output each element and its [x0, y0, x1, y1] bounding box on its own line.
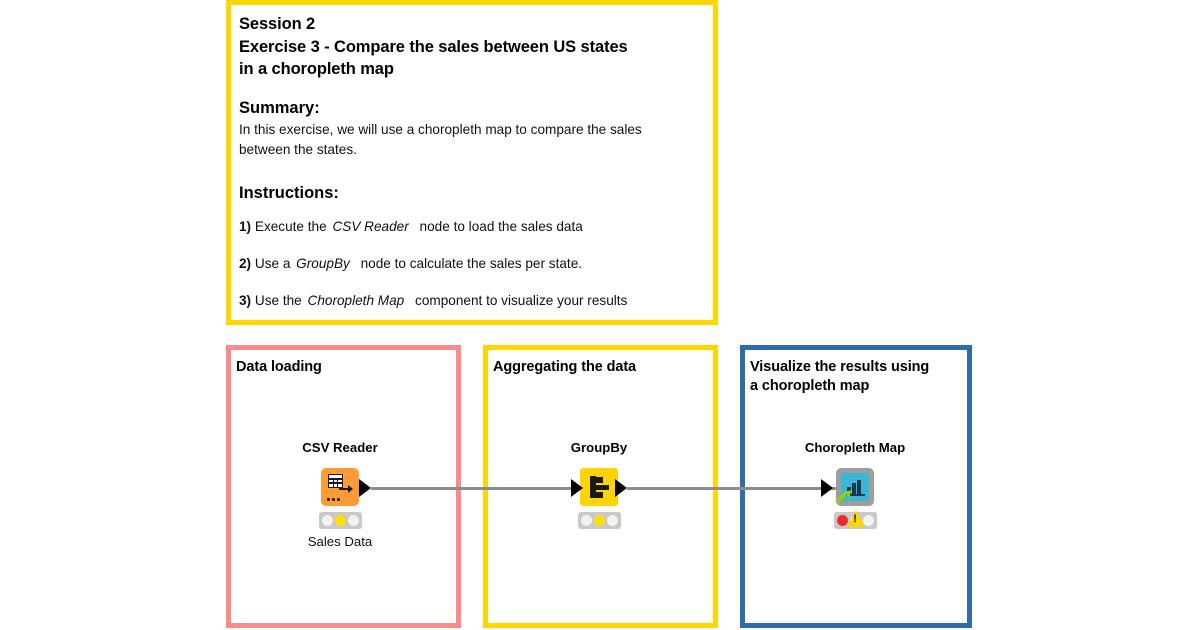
instruction-node-2: GroupBy [296, 255, 350, 271]
annotation-title-line-2: Exercise 3 - Compare the sales between U… [239, 37, 628, 56]
group-glyph-icon [590, 476, 609, 498]
chart-baseline [845, 493, 865, 496]
status-lamp-green [347, 515, 359, 526]
annotation-title-line-1: Session 2 [239, 15, 316, 33]
port-arrow-choropleth-map-input [821, 479, 833, 497]
status-lamp-yellow [593, 515, 605, 526]
instructions-heading: Instructions: [239, 183, 339, 202]
connection-csv-reader-to-groupby[interactable] [371, 487, 595, 490]
instruction-item-1: 1) Execute the CSV Reader node to load t… [239, 217, 703, 236]
node-icon-row [795, 468, 915, 506]
group-title-visualize-line-1: Visualize the results using [750, 359, 930, 375]
node-label-groupby: GroupBy [570, 440, 628, 455]
group-title-aggregating: Aggregating the data [493, 359, 637, 375]
group-title-visualize-line-2: a choropleth map [750, 378, 870, 394]
bar-chart-icon [847, 480, 861, 494]
port-arrow-groupby-output [615, 479, 627, 497]
instruction-post-2: node to calculate the sales per state. [360, 255, 583, 271]
csv-reader-icon[interactable] [321, 468, 359, 506]
spacer [239, 205, 703, 217]
summary-line-2: between the states. [239, 142, 357, 157]
table-grid-icon [328, 474, 343, 488]
status-badge-groupby [577, 512, 621, 529]
instruction-item-2: 2) Use a GroupBy node to calculate the s… [239, 254, 703, 273]
status-lamp-red [580, 515, 592, 526]
summary-line-1: In this exercise, we will use a chorople… [239, 121, 642, 137]
status-badge-choropleth-map [833, 510, 877, 529]
status-lamp-red [836, 515, 848, 526]
status-lamp-red [321, 515, 333, 526]
node-csv-reader[interactable]: CSV Reader Sales Data [280, 440, 400, 549]
node-sublabel-csv-reader: Sales Data [307, 534, 373, 549]
status-lamp-green [606, 515, 618, 526]
group-title-visualize: Visualize the results using a choropleth… [750, 358, 965, 396]
instruction-number-3: 3) [239, 292, 252, 308]
groupby-icon[interactable] [580, 468, 618, 506]
node-label-csv-reader: CSV Reader [302, 440, 378, 455]
instruction-pre-2: Use a [254, 255, 291, 271]
arrow-right-icon [339, 484, 353, 494]
spacer [239, 161, 703, 183]
component-inner-icon [835, 473, 869, 504]
instruction-item-3: 3) Use the Choropleth Map component to v… [239, 291, 703, 310]
group-box-data-loading: Data loading [226, 345, 461, 628]
node-label-choropleth-map: Choropleth Map [804, 440, 906, 455]
instruction-pre-3: Use the [254, 292, 302, 308]
node-choropleth-map[interactable]: Choropleth Map [795, 440, 915, 534]
status-badge-csv-reader [318, 512, 362, 529]
group-title-data-loading: Data loading [236, 359, 322, 375]
warning-triangle-icon [846, 510, 865, 527]
choropleth-map-icon[interactable] [835, 468, 874, 506]
instruction-node-1: CSV Reader [332, 218, 409, 234]
port-arrow-csv-reader-output [359, 479, 371, 497]
connection-groupby-to-choropleth-map[interactable] [627, 487, 837, 490]
ellipsis-icon [327, 498, 341, 501]
instruction-number-2: 2) [239, 255, 252, 271]
node-icon-row [539, 468, 659, 506]
status-lamp-yellow [334, 515, 346, 526]
instruction-node-3: Choropleth Map [307, 292, 405, 308]
annotation-title-line-3: in a choropleth map [239, 60, 394, 78]
green-arrow-icon [835, 487, 855, 504]
instruction-pre-1: Execute the [254, 218, 327, 234]
exercise-annotation-box: Session 2 Exercise 3 - Compare the sales… [226, 0, 718, 325]
spacer [239, 81, 703, 98]
node-groupby[interactable]: GroupBy [539, 440, 659, 534]
node-icon-row [280, 468, 400, 506]
instruction-number-1: 1) [239, 218, 252, 234]
group-box-aggregating: Aggregating the data [483, 345, 718, 628]
port-arrow-groupby-input [571, 479, 583, 497]
instruction-post-1: node to load the sales data [419, 218, 583, 234]
instruction-post-3: component to visualize your results [415, 292, 628, 308]
summary-heading: Summary: [239, 98, 320, 117]
status-lamp-green [862, 515, 874, 526]
